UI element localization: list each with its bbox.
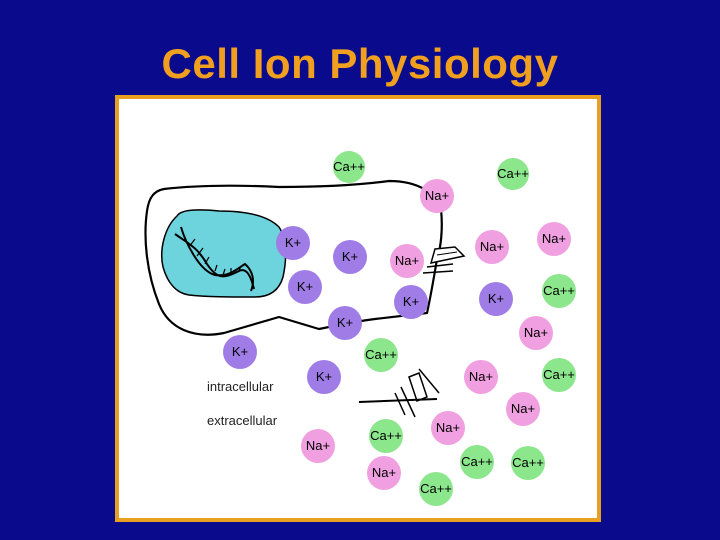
ion-na8: Na+ (431, 411, 465, 445)
ion-k6: K+ (328, 306, 362, 340)
ion-na5: Na+ (519, 316, 553, 350)
ion-label: K+ (316, 369, 332, 384)
nucleus (161, 209, 287, 298)
ion-label: Na+ (469, 369, 493, 384)
ion-label: Na+ (372, 465, 396, 480)
ion-label: K+ (342, 249, 358, 264)
ion-label: Na+ (306, 438, 330, 453)
ion-label: Na+ (480, 239, 504, 254)
ion-na9: Na+ (301, 429, 335, 463)
ion-label: Ca++ (497, 166, 529, 181)
ion-label: Ca++ (370, 428, 402, 443)
ion-ca3: Ca++ (542, 274, 576, 308)
ion-k4: K+ (394, 285, 428, 319)
diagram-panel: intracellular extracellular Ca++ Ca++ Na… (115, 95, 601, 522)
cell-diagram: intracellular extracellular Ca++ Ca++ Na… (144, 151, 576, 506)
membrane-channel-upper (422, 246, 466, 274)
ion-label: Ca++ (420, 481, 452, 496)
cell-membrane (144, 179, 443, 336)
membrane-channel-lower (394, 368, 440, 418)
ion-label: K+ (285, 235, 301, 250)
ion-label: Na+ (524, 325, 548, 340)
ion-na2: Na+ (390, 244, 424, 278)
ion-na1: Na+ (420, 179, 454, 213)
ion-label: K+ (232, 344, 248, 359)
ion-label: Ca++ (365, 347, 397, 362)
ion-na4: Na+ (537, 222, 571, 256)
ion-label: Ca++ (543, 283, 575, 298)
ion-k1: K+ (276, 226, 310, 260)
ion-label: K+ (337, 315, 353, 330)
ion-ca4: Ca++ (364, 338, 398, 372)
ion-na3: Na+ (475, 230, 509, 264)
ion-label: Ca++ (512, 455, 544, 470)
extracellular-label: extracellular (207, 413, 278, 428)
ion-na6: Na+ (464, 360, 498, 394)
ion-k5: K+ (479, 282, 513, 316)
intracellular-label: intracellular (207, 379, 274, 394)
ion-label: K+ (297, 279, 313, 294)
ion-label: Ca++ (461, 454, 493, 469)
ion-k8: K+ (307, 360, 341, 394)
ion-ca5: Ca++ (542, 358, 576, 392)
ion-ca8: Ca++ (511, 446, 545, 480)
ion-k3: K+ (288, 270, 322, 304)
ion-label: Na+ (511, 401, 535, 416)
ion-label: Na+ (425, 188, 449, 203)
ion-label: K+ (403, 294, 419, 309)
ion-ca1: Ca++ (333, 151, 365, 183)
dna-helix-icon (174, 226, 255, 292)
page-title: Cell Ion Physiology (161, 40, 559, 87)
ion-label: Na+ (542, 231, 566, 246)
ion-label: K+ (488, 291, 504, 306)
ion-k7: K+ (223, 335, 257, 369)
ion-k2: K+ (333, 240, 367, 274)
ion-label: Na+ (395, 253, 419, 268)
ion-label: Na+ (436, 420, 460, 435)
ion-label: Ca++ (543, 367, 575, 382)
ion-na7: Na+ (506, 392, 540, 426)
ion-ca7: Ca++ (460, 445, 494, 479)
ion-label: Ca++ (333, 159, 365, 174)
ion-ca6: Ca++ (369, 419, 403, 453)
ion-ca2: Ca++ (497, 158, 529, 190)
ion-ca9: Ca++ (419, 472, 453, 506)
ion-na10: Na+ (367, 456, 401, 490)
